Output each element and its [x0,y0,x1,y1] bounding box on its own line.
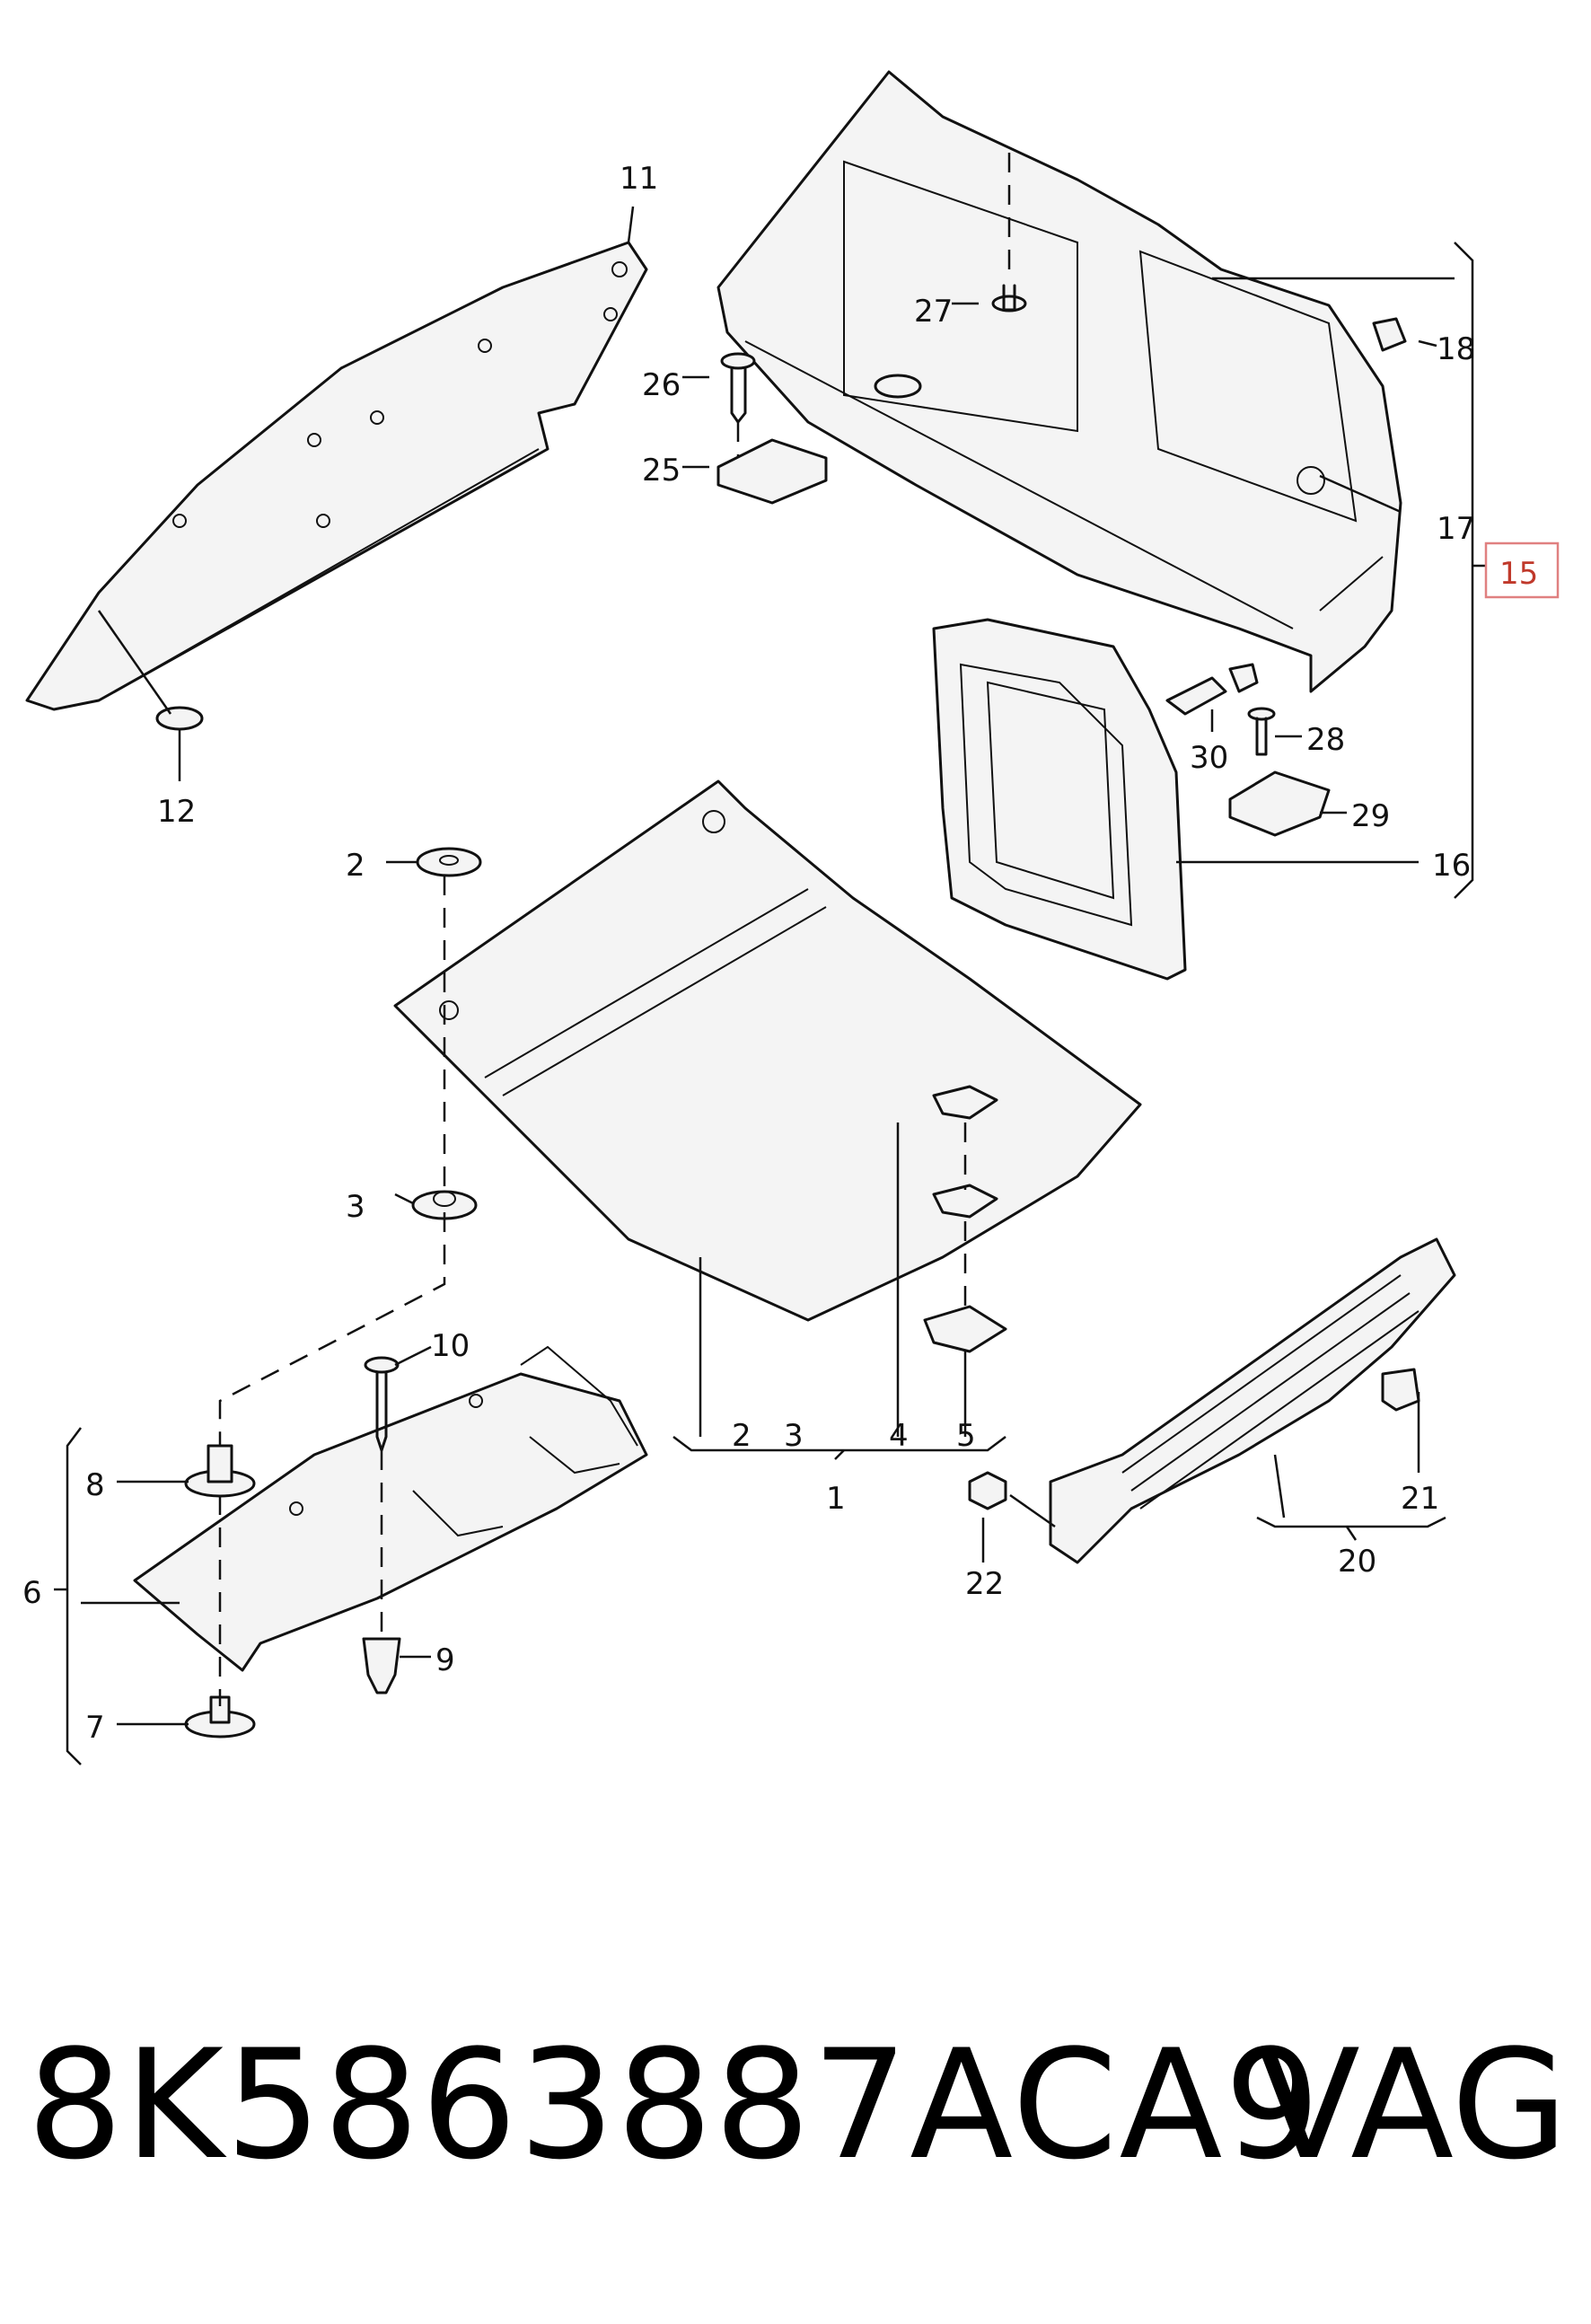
callout-17: 17 [1437,511,1475,547]
clip-21 [1381,1368,1420,1412]
callout-1: 1 [826,1481,846,1517]
callout-25: 25 [642,453,681,489]
carrier-bracket [133,1345,648,1672]
callout-22: 22 [965,1566,1004,1602]
side-trim-panel [25,241,648,711]
callout-26: 26 [642,367,681,403]
screw-26 [720,352,756,424]
callout-3-left: 3 [346,1189,365,1225]
clip-18 [1372,317,1407,352]
callout-7: 7 [85,1710,105,1746]
bracket-29 [1228,770,1331,837]
brand-label: VAG [1257,2017,1569,2193]
callout-3-bottom: 3 [784,1418,804,1454]
part-number: 8K5863887ACA9 [27,2017,1323,2193]
callout-11: 11 [620,161,658,197]
callout-4: 4 [889,1418,909,1454]
callout-15: 15 [1499,556,1538,592]
floor-inserts [923,1085,1007,1353]
fastener-9 [362,1637,401,1695]
highlight-box-15 [1484,541,1560,599]
callout-2-bottom: 2 [732,1418,752,1454]
callout-6: 6 [22,1575,42,1611]
callout-9: 9 [435,1642,455,1678]
fastener-8 [184,1444,256,1498]
callout-29: 29 [1351,798,1390,834]
rear-trim-panel [716,70,1402,693]
callout-20: 20 [1338,1544,1376,1580]
callout-5: 5 [956,1418,976,1454]
sill-trim [1049,1237,1456,1564]
leaders [54,206,1486,1765]
callout-18: 18 [1437,331,1475,367]
storage-frame [932,618,1187,981]
callout-28: 28 [1306,722,1345,758]
screw-27 [991,284,1027,313]
nut-22 [968,1471,1007,1510]
callout-2-left: 2 [346,848,365,884]
axis-bracket [218,1212,446,1446]
eyelet-25 [716,438,828,505]
callout-10: 10 [431,1328,470,1364]
callout-16: 16 [1432,848,1471,884]
callout-30: 30 [1190,740,1228,776]
callout-27: 27 [914,294,953,330]
clip-30 [1165,663,1259,716]
callout-21: 21 [1401,1481,1439,1517]
callout-8: 8 [85,1467,105,1503]
clip-12 [97,610,204,781]
floor-cover [393,779,1142,1322]
washer-2 [416,847,482,877]
callout-12: 12 [157,794,196,830]
screw-28 [1247,707,1276,756]
